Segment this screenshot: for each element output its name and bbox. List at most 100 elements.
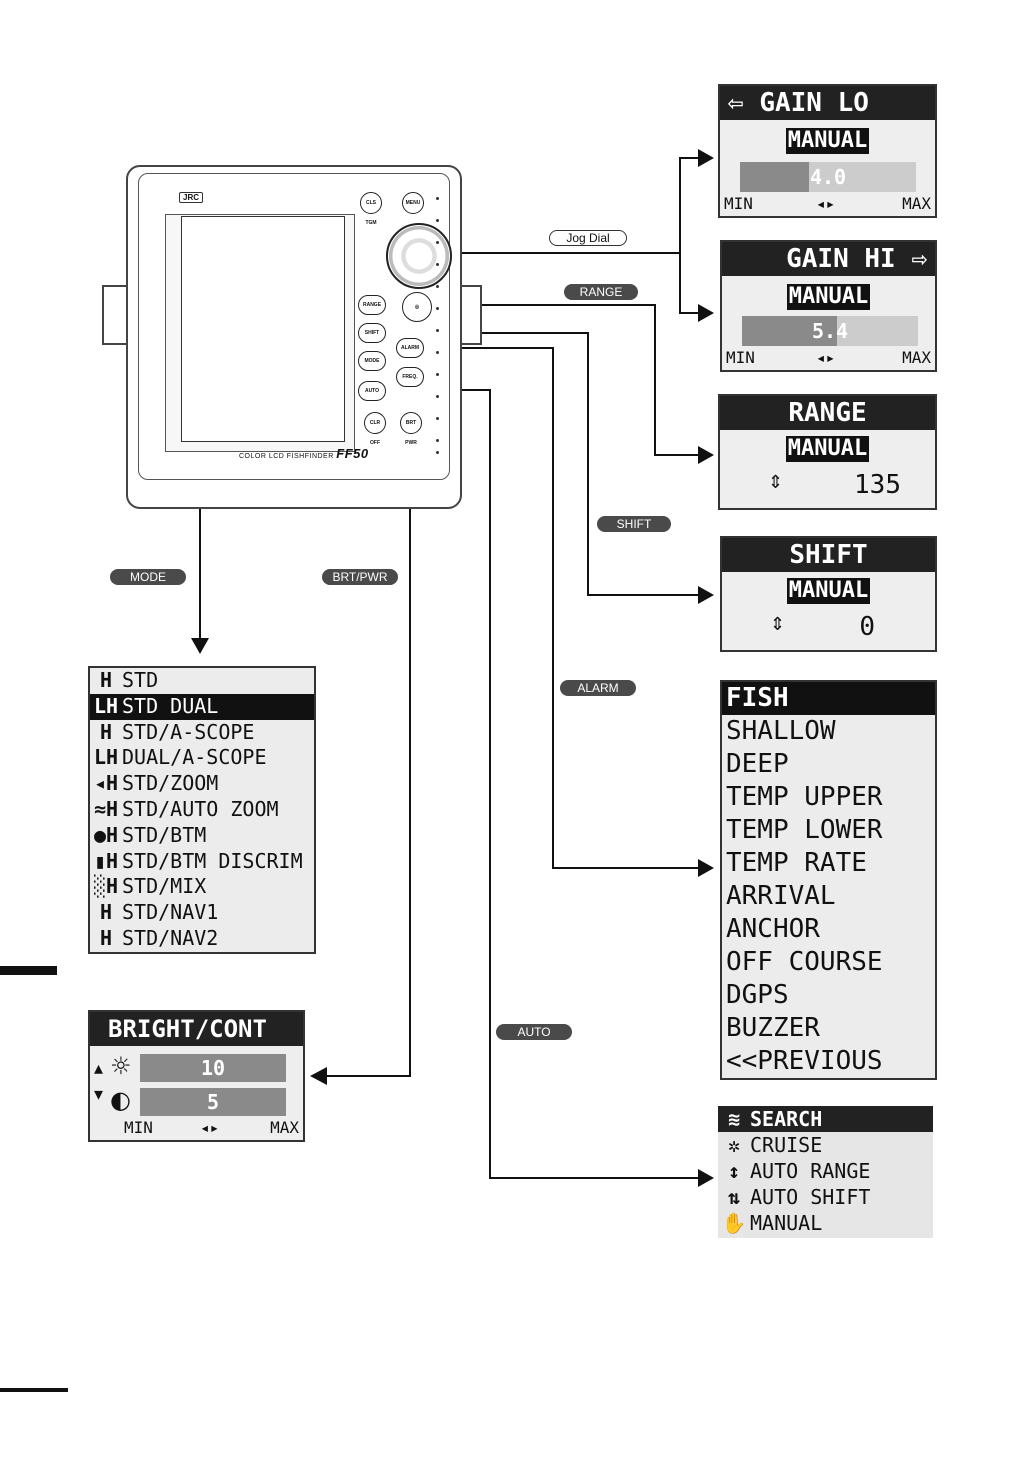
alarm-menu-item[interactable]: SHALLOW: [726, 716, 836, 746]
mode-menu-label: STD/MIX: [122, 874, 207, 899]
alarm-menu-item[interactable]: TEMP UPPER: [726, 782, 883, 812]
alarm-menu-item[interactable]: BUZZER: [726, 1013, 820, 1043]
mode-button[interactable]: MODE: [358, 351, 386, 371]
mode-menu-label: STD/ZOOM: [122, 771, 219, 796]
shift-mode: MANUAL: [786, 578, 871, 604]
gain-lo-bar-fill: [740, 162, 809, 192]
indicator-dot: [436, 373, 439, 376]
jog-dial[interactable]: [386, 223, 452, 289]
clr-off-button[interactable]: CLR OFF: [364, 412, 386, 446]
shift-value: 0: [859, 612, 875, 642]
auto-mode-icon: ≋: [727, 1107, 741, 1131]
mode-menu-label: DUAL/A-SCOPE: [122, 745, 267, 770]
up-down-icon: ⇕: [768, 472, 784, 493]
gain-hi-min: MIN: [726, 348, 755, 367]
cont-bar: 5: [140, 1088, 286, 1116]
left-right-icon: ◂▸: [200, 1118, 220, 1137]
alarm-line: [420, 347, 700, 869]
alarm-menu-item[interactable]: TEMP RATE: [726, 848, 867, 878]
alarm-menu-item[interactable]: <<PREVIOUS: [726, 1046, 883, 1076]
brightness-icon: ☼: [110, 1052, 132, 1080]
alarm-menu-item[interactable]: DEEP: [726, 749, 789, 779]
indicator-dot: [436, 263, 439, 266]
brt-pwr-button[interactable]: BRT PWR: [400, 412, 422, 446]
auto-menu-item[interactable]: ≋SEARCH: [718, 1106, 933, 1132]
alarm-menu-item[interactable]: TEMP LOWER: [726, 815, 883, 845]
model-label: COLOR LCD FISHFINDER FF50: [239, 446, 369, 461]
range-label: RANGE: [564, 284, 638, 300]
left-right-icon: ◂▸: [816, 194, 836, 213]
mode-menu-label: STD/A-SCOPE: [122, 719, 255, 744]
mode-icon: LH: [93, 745, 119, 770]
mode-menu-label: STD DUAL: [122, 693, 219, 718]
arrow-range: [698, 446, 714, 464]
mode-icon: LH: [93, 693, 119, 718]
alarm-label: ALARM: [560, 680, 636, 696]
cont-bar-fill: [140, 1088, 286, 1116]
gain-hi-bar-fill: [742, 316, 838, 346]
auto-menu-item[interactable]: ✲CRUISE: [718, 1132, 933, 1158]
shift-line: [390, 332, 700, 596]
bright-cont-title: BRIGHT/CONT: [90, 1012, 303, 1046]
auto-menu-label: CRUISE: [750, 1133, 823, 1157]
shift-title: SHIFT: [722, 538, 935, 572]
menu-button[interactable]: MENU: [402, 192, 424, 214]
range-title: RANGE: [720, 396, 935, 430]
mode-menu-label: STD: [122, 668, 159, 692]
freq-button[interactable]: FREQ.: [396, 367, 424, 387]
alarm-menu-item[interactable]: ANCHOR: [726, 914, 820, 944]
indicator-dot: [436, 439, 439, 442]
mode-menu-label: STD/NAV2: [122, 925, 219, 950]
indicator-dot: [436, 285, 439, 288]
auto-mode-icon: ✋: [721, 1211, 747, 1235]
gain-hi-mode: MANUAL: [786, 284, 871, 310]
gain-lo-panel: ⇦ GAIN LO MANUAL 4.0 MIN ◂▸ MAX: [718, 84, 937, 218]
arrow-brt: [310, 1067, 327, 1085]
auto-button[interactable]: AUTO: [358, 381, 386, 401]
alarm-menu-item[interactable]: OFF COURSE: [726, 947, 883, 977]
auto-menu-item[interactable]: ✋MANUAL: [718, 1210, 933, 1236]
auto-menu-label: MANUAL: [750, 1211, 823, 1235]
alarm-menu-item[interactable]: ARRIVAL: [726, 881, 836, 911]
auto-menu-item[interactable]: ⇅AUTO SHIFT: [718, 1184, 933, 1210]
indicator-dot: [436, 219, 439, 222]
auto-menu-label: AUTO RANGE: [750, 1159, 871, 1183]
arrow-gain-hi: [698, 304, 714, 322]
jrc-logo: JRC: [179, 192, 204, 203]
jog-line-2: [679, 253, 700, 314]
gain-lo-mode: MANUAL: [785, 128, 870, 154]
alarm-menu-item[interactable]: FISH: [722, 682, 935, 715]
auto-menu-item[interactable]: ↕AUTO RANGE: [718, 1158, 933, 1184]
alarm-menu-item[interactable]: DGPS: [726, 980, 789, 1010]
range-button[interactable]: RANGE: [358, 295, 386, 315]
shift-button[interactable]: SHIFT: [358, 323, 386, 343]
gain-lo-min: MIN: [724, 194, 753, 213]
indicator-dot: [436, 351, 439, 354]
gain-hi-title: GAIN HI ⇨: [722, 242, 935, 276]
shift-panel: SHIFT MANUAL ⇕ 0: [720, 536, 937, 652]
cls-tgm-button[interactable]: CLS TGM: [360, 192, 382, 226]
indicator-dot: [436, 329, 439, 332]
bright-cont-panel: BRIGHT/CONT ▴ ▾ ☼ ◐ 10 5 MIN ◂▸ MAX: [88, 1010, 305, 1142]
jog-dial-label: Jog Dial: [549, 230, 627, 246]
gain-lo-max: MAX: [902, 194, 931, 213]
page-footer-rule: [0, 1388, 68, 1392]
page-tab-marker: [0, 966, 57, 975]
cursor-pad[interactable]: ◎: [402, 292, 432, 322]
alarm-button[interactable]: ALARM: [396, 338, 424, 358]
gain-hi-value: 5.4: [811, 319, 849, 343]
contrast-icon: ◐: [110, 1086, 131, 1114]
arrow-shift: [698, 586, 714, 604]
